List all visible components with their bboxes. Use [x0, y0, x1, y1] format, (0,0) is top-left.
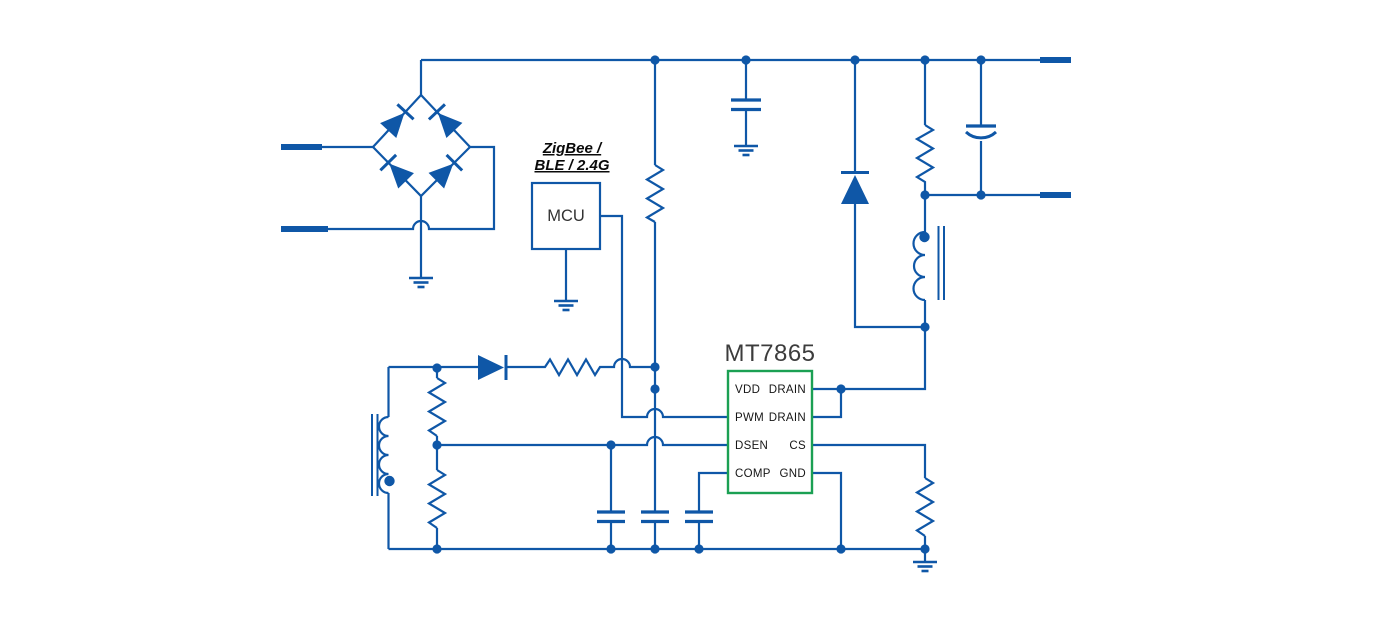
dc-output-terminals — [1040, 57, 1071, 198]
resistor-divider-upper — [426, 377, 448, 437]
bridge-diamond — [371, 93, 472, 198]
transformer-primary — [912, 195, 945, 327]
bridge-diode-bottom-right — [428, 153, 464, 189]
ground-symbol-mcu — [554, 299, 578, 312]
ic-pin-comp: COMP — [735, 468, 771, 480]
ground-symbol-cs — [913, 560, 937, 573]
wireless-caption-line2: BLE / 2.4G — [534, 157, 609, 174]
wire-drain2 — [812, 389, 843, 419]
resistor-vdd-series — [506, 357, 655, 378]
wireless-caption-line1: ZigBee / — [542, 140, 603, 157]
ic-pin-gnd: GND — [780, 468, 806, 480]
resistor-snubber-zigzag — [914, 124, 936, 195]
transformer-aux-winding — [377, 415, 389, 495]
wire-dsen — [437, 435, 728, 447]
wire-cs — [812, 443, 927, 478]
bridge-rectifier — [371, 60, 472, 289]
resistor-snubber — [914, 60, 936, 195]
mcu-block: ZigBee / BLE / 2.4G MCU — [530, 140, 610, 312]
ground-symbol-bridge — [409, 276, 433, 289]
bridge-diode-top-left — [380, 103, 415, 139]
wire-ac-bottom-with-hop — [328, 145, 496, 231]
ic-box — [726, 369, 814, 495]
capacitor-dsen — [597, 445, 625, 549]
resistor-current-sense — [812, 443, 937, 573]
resistor-startup — [644, 164, 666, 223]
capacitor-output-polarized — [964, 60, 998, 195]
capacitor-comp — [685, 471, 728, 549]
transformer-aux — [371, 367, 395, 549]
transformer-primary-phase-dot — [919, 231, 930, 243]
transformer-primary-winding — [912, 230, 926, 302]
ic-pin-cs: CS — [789, 440, 806, 452]
ic-pin-drain2: DRAIN — [769, 412, 806, 424]
ic-pin-dsen: DSEN — [735, 440, 768, 452]
wire-gnd-pin — [812, 471, 843, 549]
ic-pin-drain1: DRAIN — [769, 384, 806, 396]
ic-title: MT7865 — [724, 340, 815, 367]
ac-input-terminals — [281, 144, 496, 232]
ground-symbol-bulk-cap — [734, 144, 758, 157]
diode-snubber — [841, 60, 925, 329]
resistor-startup-branch — [641, 60, 669, 549]
junction-dots — [432, 55, 986, 554]
ic-pin-vdd: VDD — [735, 384, 760, 396]
wire-comp — [697, 471, 728, 512]
capacitor-bulk — [731, 60, 761, 157]
ic-pin-pwm: PWM — [735, 412, 764, 424]
resistor-cs-zigzag — [914, 477, 936, 537]
resistor-divider-lower — [426, 469, 448, 529]
mcu-label: MCU — [547, 207, 585, 225]
wire-mcu-pwm — [600, 214, 728, 419]
controller-ic: MT7865 VDD PWM DSEN COMP DRAIN DRAIN CS … — [724, 340, 815, 495]
wire-snubber-bottom — [853, 204, 925, 329]
wire-drain1 — [812, 327, 927, 391]
transformer-aux-phase-dot — [384, 475, 395, 487]
resistor-divider — [426, 368, 448, 549]
bridge-diode-bottom-left — [379, 153, 414, 189]
bridge-diode-top-right — [427, 103, 463, 139]
diode-aux — [478, 355, 508, 380]
